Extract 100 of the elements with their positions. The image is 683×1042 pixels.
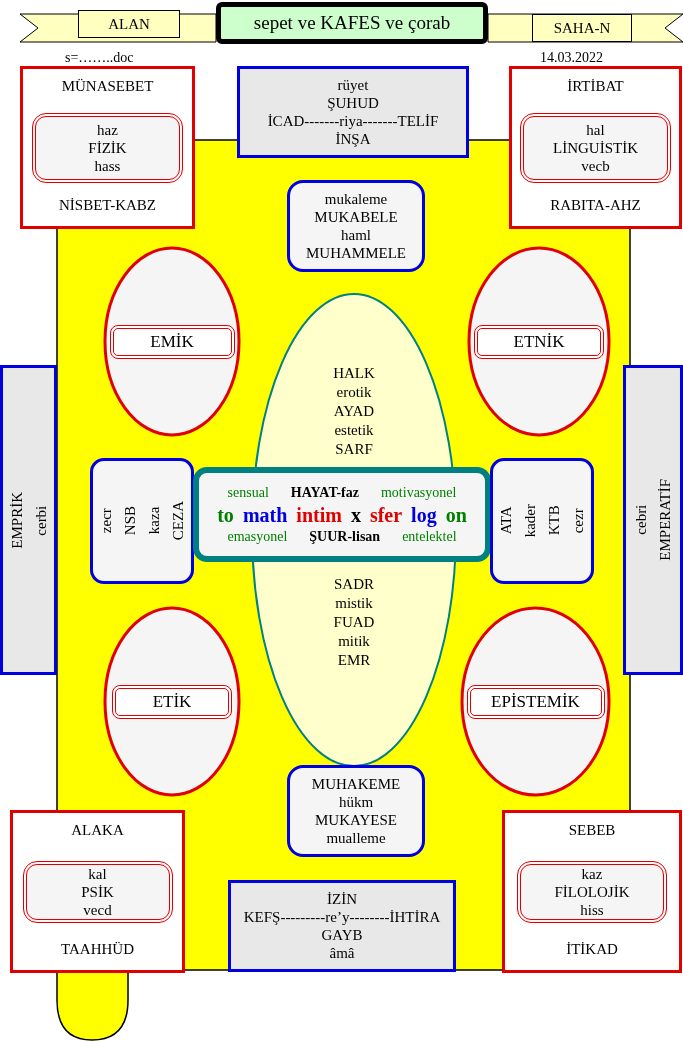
ellipse-shape xyxy=(102,605,242,798)
term-text: to xyxy=(217,505,234,524)
term-text: LİNGUİSTİK xyxy=(553,138,638,157)
term-text: math xyxy=(242,505,288,524)
term-text: EMR xyxy=(337,651,371,670)
term-text: kal xyxy=(88,864,107,883)
term-text: KEFŞ---------re’y--------İHTİRA xyxy=(243,908,441,926)
term-text: x xyxy=(350,505,361,524)
concept-box xyxy=(20,66,195,229)
concept-box xyxy=(502,810,682,973)
term-text: kaza xyxy=(145,506,163,537)
term-text: İCAD-------riya-------TELİF xyxy=(267,112,439,130)
term-text: EMPRİK xyxy=(7,491,26,549)
term-text: vecb xyxy=(581,156,610,175)
term-text: vecd xyxy=(83,900,112,919)
term-text: emasyonel xyxy=(227,527,288,546)
term-text: rüyet xyxy=(337,76,369,94)
term-box xyxy=(466,684,605,719)
term-text: EPİSTEMİK xyxy=(491,692,580,711)
term-text: mukaleme xyxy=(324,190,388,208)
banner-label xyxy=(532,14,632,42)
term-text: EMİK xyxy=(150,332,194,351)
term-text: âmâ xyxy=(329,944,355,962)
term-text: haml xyxy=(341,226,371,244)
term-text: estetik xyxy=(334,421,374,440)
title-text: sepet ve KAFES ve çorab xyxy=(253,12,451,34)
term-text: mistik xyxy=(335,594,373,613)
term-text: PSİK xyxy=(81,882,114,901)
term-text: sfer xyxy=(369,505,403,524)
term-text: sensual xyxy=(227,483,269,502)
term-text: İNŞA xyxy=(335,130,371,148)
term-text: MUHAMMELE xyxy=(306,244,406,262)
term-box xyxy=(474,324,604,359)
side-box xyxy=(623,365,683,675)
term-text: TAAHHÜD xyxy=(61,940,134,958)
term-text: entelektel xyxy=(402,527,457,546)
term-text: İRTİBAT xyxy=(567,77,624,95)
term-text: erotik xyxy=(336,383,372,402)
term-text: KTB xyxy=(545,505,563,538)
term-text: İTİKAD xyxy=(566,940,618,958)
term-text: GAYB xyxy=(321,926,363,944)
term-box xyxy=(109,324,235,359)
term-text: motivasyonel xyxy=(381,483,457,502)
term-text: NİSBET-KABZ xyxy=(59,196,156,214)
concept-box xyxy=(509,66,682,229)
term-text: FİLOLOJİK xyxy=(554,882,630,901)
term-text: hass xyxy=(94,156,121,175)
banner-text: SAHA-N xyxy=(553,19,611,37)
term-text: AYAD xyxy=(333,402,375,421)
term-text: ETNİK xyxy=(513,332,565,351)
term-text: intim xyxy=(296,505,342,524)
term-text: SARF xyxy=(335,440,373,459)
term-text: cebri xyxy=(632,504,650,537)
rounded-box xyxy=(90,458,194,584)
banner-label xyxy=(78,10,180,38)
term-text: MÜNASEBET xyxy=(61,77,154,95)
term-text: FİZİK xyxy=(88,138,127,157)
term-text: CEZA xyxy=(169,501,187,541)
term-text: ETİK xyxy=(152,692,192,711)
central-box xyxy=(193,467,491,562)
rounded-box xyxy=(490,458,594,584)
term-box xyxy=(112,684,232,719)
term-text: HALK xyxy=(333,364,375,383)
term-text: SEBEB xyxy=(568,821,616,839)
term-text: hiss xyxy=(580,900,604,919)
rounded-box xyxy=(287,765,425,857)
term-text: ALAKA xyxy=(71,821,124,839)
note-text: 14.03.2022 xyxy=(540,50,603,66)
term-text: MUKABELE xyxy=(314,208,398,226)
term-text: cezr xyxy=(569,507,587,536)
term-text: on xyxy=(445,505,467,524)
info-box xyxy=(228,880,456,972)
term-text: NSB xyxy=(121,505,139,538)
term-text: MUHAKEME xyxy=(311,775,401,793)
term-text: ŞUUR-lisan xyxy=(309,527,381,546)
inner-concept-box xyxy=(22,860,173,923)
info-box xyxy=(237,66,469,158)
term-text: haz xyxy=(97,120,118,139)
note-text: s=……..doc xyxy=(65,50,134,66)
term-text: FUAD xyxy=(333,613,375,632)
term-text: İZİN xyxy=(327,890,357,908)
term-text: RABITA-AHZ xyxy=(550,196,641,214)
term-text: mualleme xyxy=(326,829,386,847)
term-text: EMPERATİF xyxy=(656,479,674,561)
term-text: hükm xyxy=(338,793,374,811)
term-text: ŞUHUD xyxy=(327,94,379,112)
inner-concept-box xyxy=(517,860,667,923)
term-text: kaz xyxy=(581,864,603,883)
inner-concept-box xyxy=(32,112,183,183)
term-text: HAYAT-faz xyxy=(290,483,359,502)
ellipse-shape xyxy=(466,245,612,438)
ellipse-shape xyxy=(459,605,612,798)
ellipse-shape xyxy=(102,245,242,438)
concept-box xyxy=(10,810,185,973)
term-text: MUKAYESE xyxy=(315,811,397,829)
banner-text: ALAN xyxy=(108,15,150,33)
term-text: mitik xyxy=(338,632,370,651)
term-text: hal xyxy=(586,120,605,139)
term-text: SADR xyxy=(334,575,374,594)
term-text: cerbi xyxy=(31,504,50,538)
